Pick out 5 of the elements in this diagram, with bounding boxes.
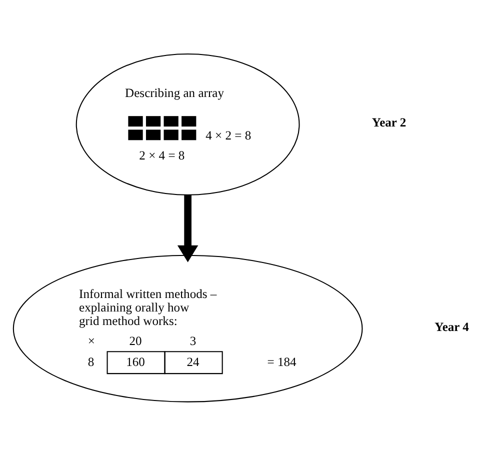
label: Year 2	[371, 115, 406, 130]
node-ellipse: Informal written methods – explaining orally how grid method works: × 20 3 8 160 24 = 184	[12, 254, 362, 402]
node-ellipse: Describing an array 4 × 2 = 8 2 × 4 = 8	[75, 52, 300, 195]
label: Year 4	[434, 319, 468, 334]
arrow	[176, 194, 198, 262]
